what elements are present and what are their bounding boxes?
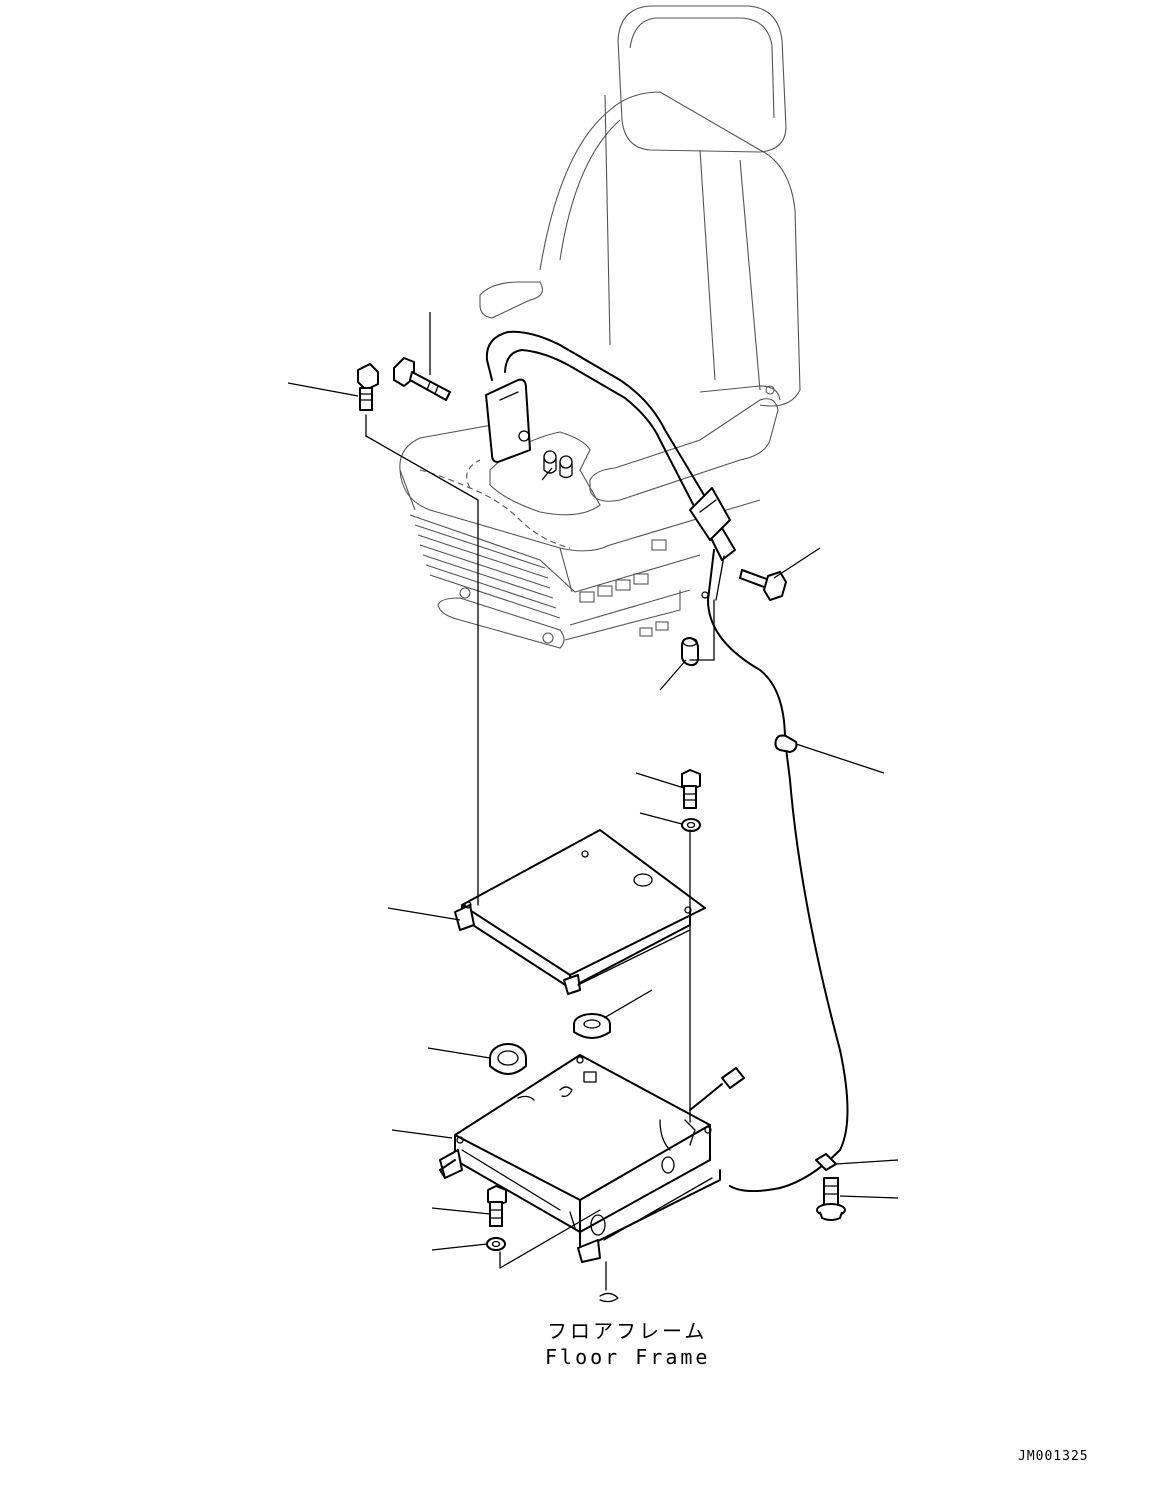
- bracket-bolt-upper: [681, 769, 701, 809]
- floor-bolt-right: [816, 1177, 846, 1221]
- seat-mounting-plate: [454, 829, 706, 995]
- washer-upper: [681, 818, 701, 832]
- drawing-code: JM001325: [1018, 1449, 1089, 1464]
- leader-lines: [287, 312, 899, 1251]
- lower-bracket: [439, 1054, 721, 1263]
- seat-bolt-left: [357, 363, 379, 411]
- seat-belt: [485, 330, 736, 561]
- bracket-bolt-lower: [487, 1185, 507, 1227]
- floor-frame-label-en: Floor Frame: [545, 1345, 710, 1369]
- belt-anchor-bolt: [393, 357, 451, 401]
- floor-frame-label-jp: フロアフレーム: [547, 1319, 707, 1343]
- rubber-mount: [489, 1043, 527, 1075]
- wiring-harness: [689, 549, 849, 1192]
- washer-lower: [486, 1237, 506, 1251]
- grommet: [573, 1013, 611, 1039]
- belt-side-bolt: [739, 569, 787, 601]
- assembly-center-lines: [365, 414, 715, 1303]
- operator-seat: [399, 5, 801, 649]
